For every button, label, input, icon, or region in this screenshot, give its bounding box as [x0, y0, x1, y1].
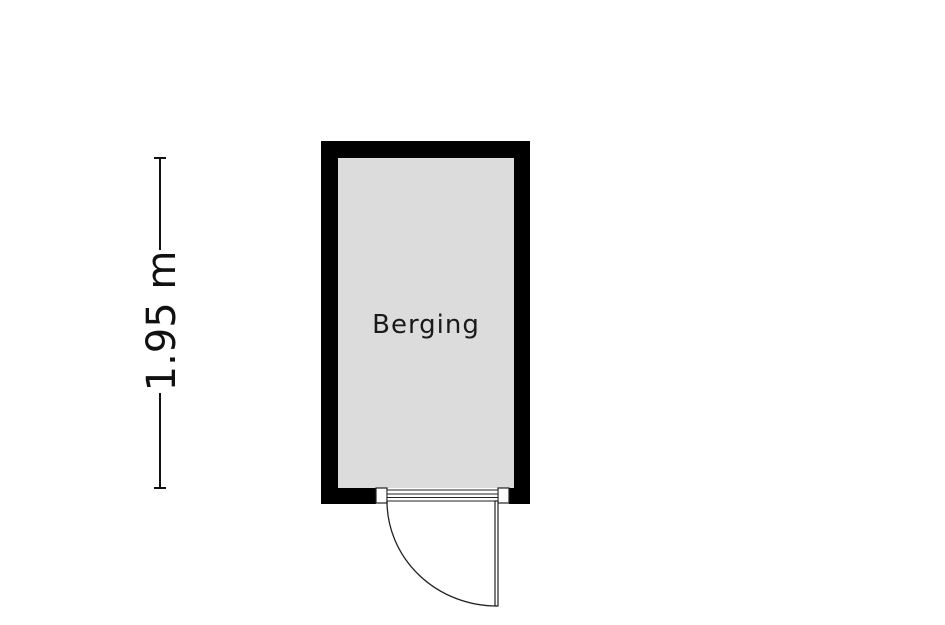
- door-jamb-left: [375, 487, 388, 504]
- dimension-label: 1.95 m: [139, 251, 185, 392]
- door-threshold: [386, 489, 499, 502]
- door-jamb-right: [497, 487, 510, 504]
- dimension-line: 1.95 m: [139, 157, 185, 489]
- room-floor: [338, 158, 514, 488]
- room-name-label: Berging: [372, 310, 480, 340]
- door-leaf: [494, 500, 499, 607]
- room-berging: Berging: [321, 141, 530, 607]
- door-swing-arc: [386, 500, 498, 607]
